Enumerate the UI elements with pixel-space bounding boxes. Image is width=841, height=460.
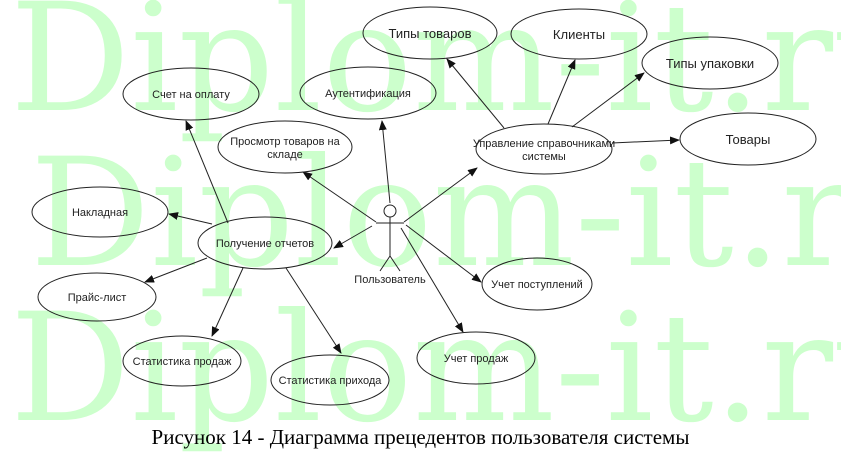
actor-stick-figure bbox=[379, 255, 391, 272]
use-case-label: складе bbox=[267, 149, 303, 161]
use-case-pricelist[interactable]: Прайс-лист bbox=[37, 272, 157, 322]
use-case-clients[interactable]: Клиенты bbox=[510, 8, 648, 60]
use-case-label: системы bbox=[522, 151, 566, 163]
use-case-label: Учет поступлений bbox=[491, 279, 583, 291]
edge-manage-packaging bbox=[571, 72, 645, 128]
use-case-label: Просмотр товаров на bbox=[230, 136, 340, 148]
use-case-ellipse bbox=[362, 6, 498, 60]
use-case-label: Прайс-лист bbox=[68, 292, 127, 304]
use-case-ellipse bbox=[31, 186, 169, 238]
watermark: Diplom-it.ru Diplom-it.ru Diplom-it.ru bbox=[10, 0, 841, 456]
edge-reports-salesstats bbox=[211, 267, 244, 337]
edge-actor-auth bbox=[378, 120, 391, 204]
use-case-ellipse bbox=[122, 335, 242, 387]
edge-manage-types bbox=[446, 58, 505, 129]
edge-actor-sales bbox=[400, 227, 464, 333]
edges bbox=[144, 58, 680, 354]
use-case-label: Статистика продаж bbox=[133, 356, 232, 368]
use-case-goods[interactable]: Товары bbox=[679, 112, 817, 166]
edge-reports-pricelist bbox=[144, 257, 208, 283]
use-case-label: Накладная bbox=[72, 207, 128, 219]
edge-manage-clients bbox=[547, 59, 576, 125]
actor-stick-figure bbox=[383, 204, 397, 218]
use-case-packaging-types[interactable]: Типы упаковки bbox=[641, 36, 779, 90]
use-case-ellipse bbox=[481, 257, 593, 311]
edge-reports-waybill bbox=[168, 212, 213, 225]
edge-actor-view bbox=[302, 171, 377, 223]
use-case-waybill[interactable]: Накладная bbox=[31, 186, 169, 238]
use-case-label: Управление справочниками bbox=[473, 138, 615, 150]
use-case-label: Учет продаж bbox=[444, 353, 509, 365]
use-case-ellipse bbox=[299, 66, 437, 120]
use-case-label: Типы упаковки bbox=[666, 56, 754, 71]
use-case-reports[interactable]: Получение отчетов bbox=[197, 216, 333, 270]
use-case-auth[interactable]: Аутентификация bbox=[299, 66, 437, 120]
use-case-label: Получение отчетов bbox=[216, 238, 314, 250]
use-case-ellipse bbox=[217, 120, 353, 174]
use-case-ellipse bbox=[510, 8, 648, 60]
use-case-ellipse bbox=[37, 272, 157, 322]
edge-actor-receipts bbox=[405, 224, 482, 283]
actor-label: Пользователь bbox=[354, 274, 426, 286]
watermark-text: Diplom-it.ru bbox=[10, 0, 841, 146]
use-case-types-goods[interactable]: Типы товаров bbox=[362, 6, 498, 60]
actor-user[interactable]: Пользователь bbox=[354, 204, 426, 286]
edge-actor-manage bbox=[403, 167, 478, 223]
edge-manage-goods bbox=[611, 136, 680, 145]
use-case-label: Счет на оплату bbox=[152, 89, 230, 101]
use-case-ellipse bbox=[270, 354, 390, 406]
use-case-ellipse bbox=[197, 216, 333, 270]
use-case-ellipse bbox=[122, 67, 260, 121]
use-case-ellipse bbox=[641, 36, 779, 90]
edge-reports-incomestats bbox=[285, 267, 342, 354]
use-case-sales-stats[interactable]: Статистика продаж bbox=[122, 335, 242, 387]
edge-reports-invoice bbox=[185, 120, 229, 224]
watermark-text: Diplom-it.ru bbox=[30, 127, 841, 301]
use-case-ellipse bbox=[475, 123, 613, 175]
use-cases: Типы товаров Клиенты Типы упаковки Товар… bbox=[31, 6, 817, 406]
watermark-text: Diplom-it.ru bbox=[10, 282, 841, 456]
use-case-ellipse bbox=[679, 112, 817, 166]
actor-stick-figure bbox=[389, 255, 401, 272]
use-case-income-stats[interactable]: Статистика прихода bbox=[270, 354, 390, 406]
edge-actor-reports bbox=[333, 225, 373, 249]
use-case-invoice[interactable]: Счет на оплату bbox=[122, 67, 260, 121]
use-case-ellipse bbox=[416, 331, 536, 385]
use-case-label: Клиенты bbox=[553, 27, 605, 42]
use-case-label: Товары bbox=[726, 132, 771, 147]
use-case-label: Статистика прихода bbox=[279, 375, 383, 387]
figure-caption: Рисунок 14 - Диаграмма прецедентов польз… bbox=[151, 425, 690, 449]
use-case-sales[interactable]: Учет продаж bbox=[416, 331, 536, 385]
use-case-receipts[interactable]: Учет поступлений bbox=[481, 257, 593, 311]
use-case-label: Аутентификация bbox=[325, 88, 411, 100]
use-case-label: Типы товаров bbox=[388, 26, 471, 41]
